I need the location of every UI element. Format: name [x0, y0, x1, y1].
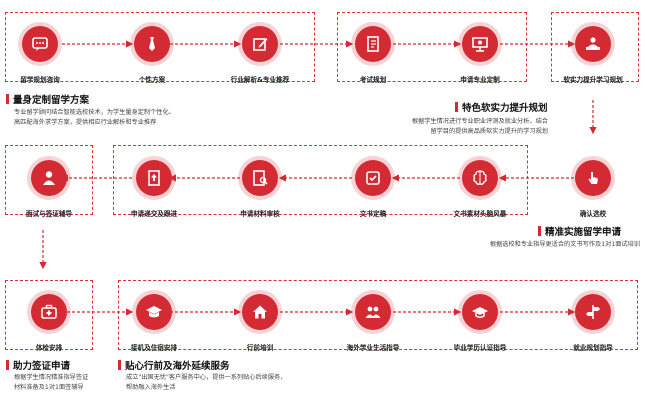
node-major-custom: 申请专业定制 [444, 26, 516, 84]
node-label: 申请材料审核 [240, 210, 280, 218]
node-label: 体检安排 [35, 344, 63, 352]
people-icon [355, 294, 391, 330]
section-title-application: 精准实施留学申请 [538, 224, 621, 238]
signpost-icon [575, 294, 611, 330]
node-pickup-housing: 接机及住宿安排 [118, 294, 190, 352]
house-icon [242, 294, 278, 330]
graduation-cap-icon [136, 294, 172, 330]
node-degree-cert: 毕业学历认证指导 [444, 294, 516, 352]
node-custom-plan: 个性方案 [116, 26, 188, 84]
section-desc-visa: 根据学生情况精准指导签证 材料准备及1对1面签辅导 [14, 374, 89, 391]
node-interview-visa: 面试与签证辅导 [13, 160, 85, 218]
node-soft-skill-plan: 软实力提升学习规划 [557, 26, 629, 84]
node-label: 毕业学历认证指导 [453, 344, 507, 352]
section-title-visa: 助力签证申请 [6, 358, 70, 372]
section-desc-application: 根据选校和专业指导更适合的文书写作及1对1面试培训 [489, 241, 640, 248]
node-confirm-school: 确认选校 [557, 160, 629, 218]
group-overseas [118, 280, 638, 350]
section-desc-custom-plan: 专业留学顾问结合智能选校技术，为学生量身定制个性化、 高匹配海外求学方案，提供相… [14, 109, 175, 126]
node-label: 申请专业定制 [460, 76, 500, 84]
node-label: 软实力提升学习规划 [563, 76, 623, 84]
node-exam-planning: 考试规划 [337, 26, 409, 84]
node-study-consulting: 留学规划咨询 [4, 26, 76, 84]
section-title-custom-plan: 量身定制留学方案 [6, 92, 89, 106]
node-application-submit: 申请递交及跟进 [118, 160, 190, 218]
group-consulting [5, 12, 315, 82]
brain-icon [462, 160, 498, 196]
chat-icon [22, 26, 58, 62]
node-overseas-life: 海外学业生活指导 [337, 294, 409, 352]
node-document-final: 文书定稿 [337, 160, 409, 218]
node-label: 海外学业生活指导 [346, 344, 400, 352]
node-label: 接机及住宿安排 [130, 344, 178, 352]
person-icon [31, 160, 67, 196]
node-pre-departure: 行前培训 [224, 294, 296, 352]
tie-icon [134, 26, 170, 62]
mortarboard-icon [462, 294, 498, 330]
node-material-review: 申请材料审核 [224, 160, 296, 218]
group-exam-planning [337, 12, 527, 82]
node-label: 行业解析&专业推荐 [230, 76, 290, 84]
section-desc-overseas: 成立"出国无忧"客户服务中心，提供一系列贴心后续服务， 帮助融入海外生活 [126, 374, 287, 391]
node-label: 考试规划 [359, 76, 387, 84]
notebook-icon [355, 26, 391, 62]
node-career-plan: 就业规划指导 [557, 294, 629, 352]
node-label: 申请递交及跟进 [130, 210, 178, 218]
node-label: 确认选校 [579, 210, 607, 218]
edit-icon [242, 26, 278, 62]
node-brainstorm: 文书素材头脑风暴 [444, 160, 516, 218]
group-visa [5, 145, 93, 215]
node-label: 个性方案 [138, 76, 166, 84]
certificate-icon [355, 160, 391, 196]
node-label: 文书素材头脑风暴 [453, 210, 507, 218]
section-title-soft-skill: 特色软实力提升规划 [455, 100, 548, 114]
presentation-icon [462, 26, 498, 62]
node-label: 行前培训 [246, 344, 274, 352]
node-label: 就业规划指导 [573, 344, 613, 352]
group-application [113, 145, 528, 215]
node-medical-check: 体检安排 [13, 294, 85, 352]
node-label: 留学规划咨询 [20, 76, 60, 84]
section-title-overseas: 贴心行前及海外延续服务 [118, 358, 230, 372]
upload-doc-icon [136, 160, 172, 196]
node-label: 文书定稿 [359, 210, 387, 218]
section-desc-soft-skill: 根据学生情况进行专业职业评测及就业分析，结合 留学目的提供高品质软实力提升的学习… [411, 118, 548, 135]
person-desk-icon [575, 26, 611, 62]
node-industry-analysis: 行业解析&专业推荐 [224, 26, 296, 84]
document-search-icon [242, 160, 278, 196]
hand-pointer-icon [575, 160, 611, 196]
node-label: 面试与签证辅导 [25, 210, 73, 218]
group-soft-skill [551, 12, 639, 82]
group-medical [5, 280, 93, 350]
medical-kit-icon [31, 294, 67, 330]
